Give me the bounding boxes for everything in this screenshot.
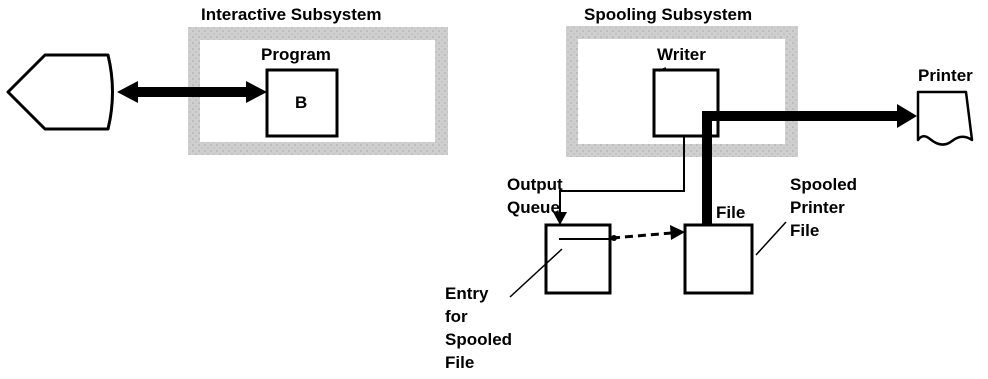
spooled-printer-file-label: Spooled Printer File [790,173,857,242]
output-queue-label-line1: Output [507,175,563,194]
queue-entry-to-file-arrow [559,225,685,241]
entry-note-line2: for [445,307,468,326]
spooled-file-pointer-line [755,221,787,256]
spooled-printer-file-line1: Spooled [790,175,858,194]
file-label: File [716,203,746,222]
bidirectional-arrow [117,81,267,103]
output-queue-label: Output Queue [507,173,563,219]
entry-note-line4: File [445,353,475,372]
interactive-subsystem-frame [188,27,448,155]
printer-icon [916,90,974,146]
spooled-printer-file-line3: File [790,221,820,240]
program-box [265,68,339,138]
writer-label: Writer [657,45,706,64]
file-to-printer-arrow [702,104,917,225]
entry-note-line1: Entry [445,284,489,303]
spooled-file-box [683,223,754,295]
printer-label: Printer [918,66,973,85]
entry-note-line3: Spooled [445,330,513,349]
program-box-label: B [295,93,308,112]
writer-tick-mark [658,67,667,72]
spooled-printer-file-line2: Printer [790,198,845,217]
output-queue-box [544,223,612,295]
entry-pointer-line [509,248,563,298]
spooling-subsystem-title: Spooling Subsystem [584,5,753,24]
interactive-subsystem-title: Interactive Subsystem [201,5,382,24]
entry-note-label: Entry for Spooled File [445,282,512,374]
output-queue-label-line2: Queue [507,198,560,217]
display-station-shape [6,53,114,131]
program-label: Program [261,45,331,64]
writer-to-queue-arrow [553,136,685,225]
